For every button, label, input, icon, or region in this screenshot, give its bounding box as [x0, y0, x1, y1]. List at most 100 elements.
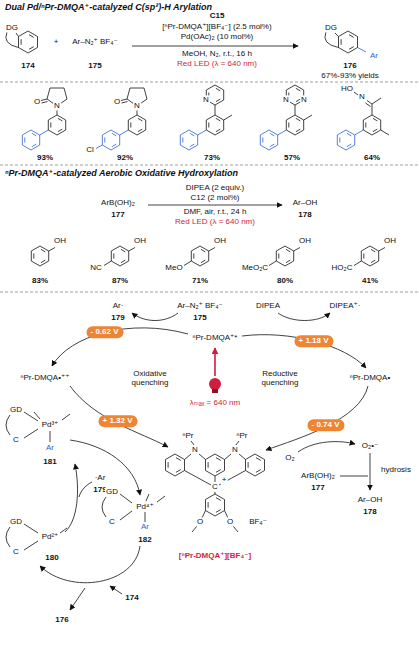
bond-line — [260, 130, 277, 150]
potential-value: - 0.74 V — [312, 420, 341, 430]
chem-label: Pd(OAc)₂ (10 mol%) — [180, 32, 254, 41]
bond-line — [22, 130, 39, 150]
chem-label: C12 (2 mol%) — [190, 193, 241, 202]
chem-label: hydrosis — [380, 465, 412, 474]
compound-number: 176 — [342, 61, 357, 70]
potential-value: + 1.18 V — [299, 336, 330, 346]
chem-label: ⁿPr-DMQA•⁺⁺ — [20, 373, 71, 382]
compound-number: 64% — [363, 153, 381, 162]
chem-label: OH — [133, 236, 147, 245]
chem-label: Ar–OH — [292, 198, 318, 207]
compound-number: 92% — [116, 153, 134, 162]
chem-label: Cl — [85, 145, 95, 154]
chem-label: + — [53, 37, 60, 46]
chem-label: ⁿPr-DMQA⁺* — [192, 333, 239, 342]
bond-line — [102, 130, 119, 150]
chem-label: C — [108, 517, 116, 526]
compound-number: 177 — [310, 483, 325, 492]
chem-label: Ar· — [112, 301, 125, 310]
bond-line — [166, 454, 185, 476]
compound-number: 179 — [110, 313, 125, 322]
section-heading: ⁿPr-DMQA⁺-catalyzed Aerobic Oxidative Hy… — [4, 168, 239, 178]
chem-label: DIPEA⁺· — [329, 301, 362, 310]
chem-label: O — [226, 517, 234, 526]
chem-label: [ⁿPr-DMQA⁺][BF₄⁻] (2.5 mol%) — [161, 22, 272, 31]
bond-line — [269, 248, 300, 266]
condition-text: λₘₐₓ = 640 nm — [189, 398, 241, 407]
compound-number: 180 — [44, 553, 59, 562]
compound-number: 175 — [87, 61, 102, 70]
bond-line — [49, 248, 55, 252]
chem-label: ArB(OH)₂ — [300, 471, 336, 480]
bond-line — [286, 115, 303, 135]
bond-line — [339, 31, 358, 53]
chem-label: C — [211, 482, 219, 491]
cycle-label: Oxidative quenching — [125, 369, 175, 387]
chem-label: MeOH, N₂, r.t., 16 h — [181, 49, 253, 58]
potential-box: + 1.32 V — [99, 415, 138, 427]
chem-label: BF₄⁻ — [248, 517, 268, 526]
bond-line — [337, 130, 354, 150]
chem-label: N — [358, 92, 366, 101]
chem-label: O₂•⁻ — [361, 441, 379, 450]
chem-label: DIPEA (2 equiv.) — [185, 183, 246, 192]
chem-label: GD — [9, 405, 23, 414]
bond-line — [206, 494, 225, 516]
aryl-group: Ar — [45, 443, 55, 452]
potential-box: + 1.18 V — [295, 335, 334, 347]
chem-label: DIPEA — [255, 301, 281, 310]
bond-line — [191, 246, 208, 266]
chem-label: N — [191, 445, 199, 454]
chem-label: OH — [383, 236, 397, 245]
compound-number: 181 — [42, 457, 57, 466]
bond-line — [206, 454, 225, 476]
chem-label: Pd⁴⁺ — [135, 502, 154, 511]
chem-label: HO — [340, 84, 354, 93]
compound-number: 57% — [283, 153, 301, 162]
bond-line — [180, 130, 197, 150]
compound-number: C15 — [209, 11, 226, 20]
aryl-group: Ar — [140, 522, 150, 531]
chem-label: HO₂C — [331, 263, 354, 272]
chem-label: N — [133, 101, 141, 110]
potential-value: - 0.62 V — [91, 327, 120, 337]
chem-label: O — [196, 517, 204, 526]
bond-line — [363, 115, 380, 135]
chem-label: OH — [213, 236, 227, 245]
chem-label: C — [12, 435, 20, 444]
chem-label: O — [33, 97, 41, 106]
chem-label: NC — [89, 263, 103, 272]
cycle-label: Reductive quenching — [255, 369, 305, 387]
chem-label: DG — [5, 23, 19, 32]
chem-label: ⁿPr — [236, 431, 249, 440]
compound-number: 71% — [191, 276, 209, 285]
compound-number: 177 — [110, 210, 125, 219]
chem-label: ⁿPr-DMQA• — [349, 373, 391, 382]
chem-label: DG — [324, 23, 338, 32]
compound-number: 80% — [276, 276, 294, 285]
potential-value: + 1.32 V — [103, 416, 134, 426]
compound-number: 41% — [361, 276, 379, 285]
compound-number: 174 — [124, 593, 139, 602]
chem-label: 67%-93% yields — [320, 71, 379, 80]
chem-label: Ar–N₂⁺ BF₄⁻ — [176, 301, 224, 310]
chem-label: + — [221, 475, 228, 484]
chem-label: OH — [53, 236, 67, 245]
chem-label: C — [12, 547, 20, 556]
chem-label: Pd³⁺ — [41, 420, 60, 429]
chem-label: GD — [105, 487, 119, 496]
bond-line — [354, 248, 385, 266]
bond-line — [128, 115, 145, 135]
chem-label: ⁿPr — [182, 431, 195, 440]
compound-number: 176 — [54, 615, 69, 624]
bond-line — [246, 454, 265, 476]
section-heading: Dual Pd/ⁿPr-DMQA⁺-catalyzed C(sp²)-H Ary… — [4, 2, 213, 12]
compound-number: 174 — [20, 61, 35, 70]
compound-number: 182 — [137, 535, 152, 544]
bond-line — [184, 248, 215, 266]
potential-box: - 0.62 V — [87, 326, 124, 338]
potential-box: - 0.74 V — [308, 419, 345, 431]
chem-label: Ar–N₂⁺ BF₄⁻ — [71, 37, 119, 46]
catalyst-name: [ⁿPr-DMQA⁺][BF₄⁻] — [178, 551, 252, 560]
